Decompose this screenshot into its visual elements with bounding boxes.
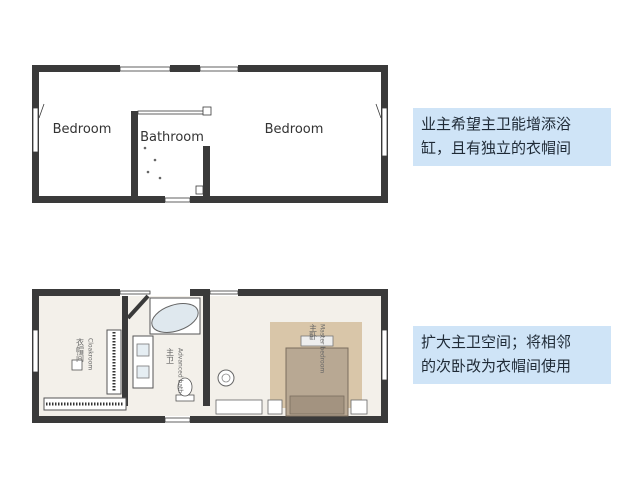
plan-after: 衣帽间 Cloakroom 主卫 Advanced bath 主卧 Master… xyxy=(32,289,388,423)
bath-wall-right-after xyxy=(203,296,210,406)
bath-wall-left xyxy=(131,111,138,203)
note-request-line-1: 业主希望主卫能增添浴 xyxy=(421,115,572,133)
window-right xyxy=(381,107,388,157)
bath-wall-right xyxy=(203,146,210,203)
label-bedroom-en: Master bedroom xyxy=(319,324,326,373)
note-solution-line-1: 扩大主卫空间；将相邻 xyxy=(421,333,572,351)
wall-bottom-left xyxy=(32,196,165,203)
wall-top-left-after xyxy=(32,289,120,296)
cloakroom-wall xyxy=(122,296,128,406)
bath-wall-top xyxy=(137,110,211,115)
note-request-line-2: 缸，且有独立的衣帽间 xyxy=(421,139,572,157)
note-solution-line-2: 的次卧改为衣帽间使用 xyxy=(421,357,572,375)
wall-top-right-after xyxy=(238,289,388,296)
room-label-bedroom-left: Bedroom xyxy=(53,122,112,137)
label-bedroom-cn: 主卧 xyxy=(309,323,318,341)
room-label-bathroom: Bathroom xyxy=(140,130,204,145)
plan-before: Bedroom Bathroom Bedroom xyxy=(32,65,388,203)
label-cloakroom-cn: 衣帽间 xyxy=(76,337,85,363)
wall-top-right xyxy=(238,65,388,72)
room-label-bedroom-right: Bedroom xyxy=(265,122,324,137)
wall-top-mid xyxy=(170,65,200,72)
window-left-after xyxy=(32,329,39,373)
wall-bottom-right-after xyxy=(190,416,388,423)
window-bottom xyxy=(164,197,191,203)
window-left xyxy=(32,107,39,153)
window-top-left xyxy=(119,66,171,72)
window-top-mid xyxy=(199,66,239,72)
note-request: 业主希望主卫能增添浴 缸，且有独立的衣帽间 xyxy=(413,108,611,166)
tv-console xyxy=(300,335,334,347)
dresser xyxy=(215,399,263,415)
stool xyxy=(71,359,83,371)
wall-bottom-right xyxy=(190,196,388,203)
toilet xyxy=(175,377,195,402)
label-cloakroom-en: Cloakroom xyxy=(87,338,94,370)
bathtub xyxy=(149,297,201,335)
label-bath-en: Advanced bath xyxy=(177,348,184,393)
nightstand xyxy=(350,399,368,415)
label-bath-cn: 主卫 xyxy=(166,347,175,364)
wall-bottom-left-after xyxy=(32,416,165,423)
window-right-after xyxy=(381,329,388,381)
note-solution: 扩大主卫空间；将相邻 的次卧改为衣帽间使用 xyxy=(413,326,611,384)
wall-top-left xyxy=(32,65,120,72)
